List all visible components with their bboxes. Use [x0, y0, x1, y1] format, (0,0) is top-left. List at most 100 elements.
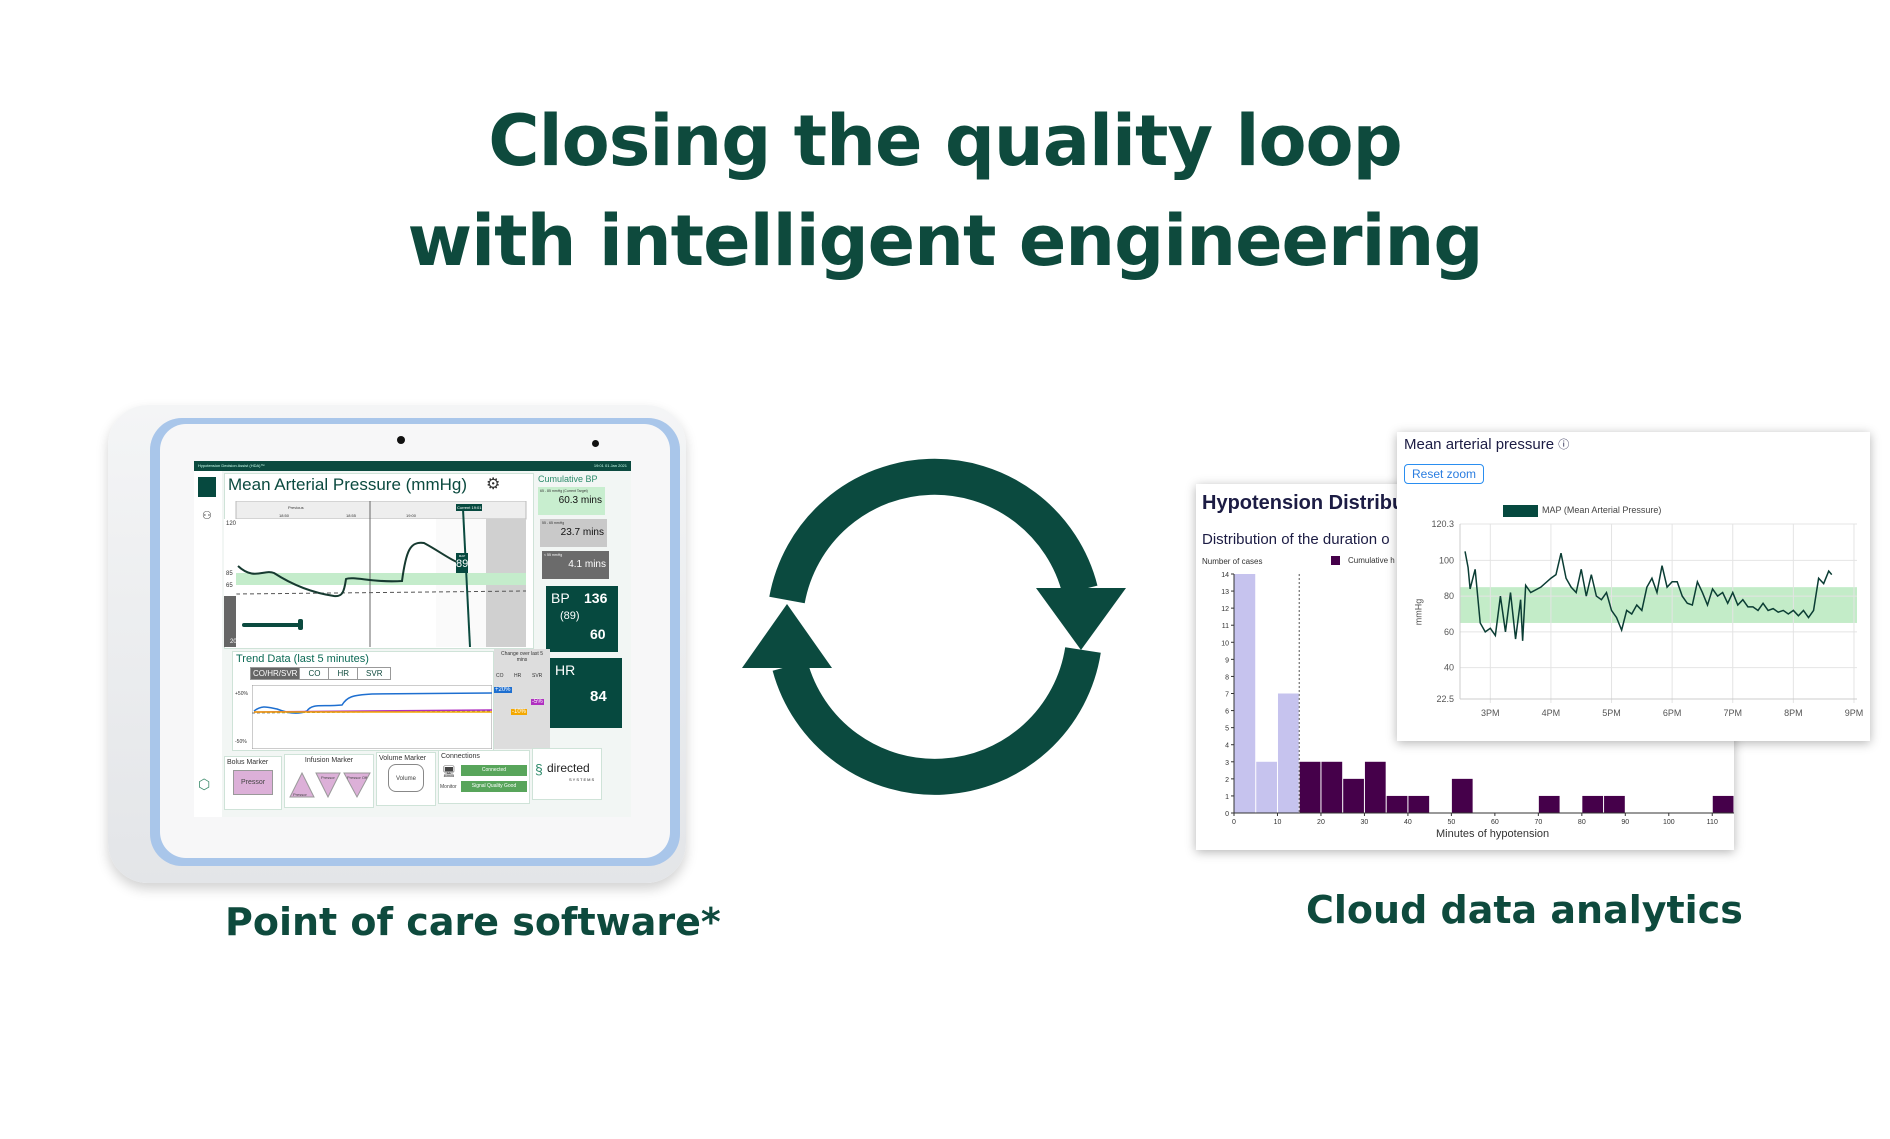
target-band	[1460, 587, 1857, 623]
y-tick-label: 10	[1221, 640, 1229, 647]
histogram-bar	[1256, 761, 1277, 813]
histogram-bar	[1582, 795, 1604, 813]
volume-button[interactable]: Volume	[388, 764, 424, 792]
pressor-down-label: Pressor	[321, 775, 335, 780]
change-col-svr: SVR	[532, 673, 543, 679]
y-tick-label: 120.3	[1431, 519, 1454, 529]
histogram-bar	[1386, 795, 1408, 813]
connections-panel: Connections 🖥 Monitor Connected Signal Q…	[438, 750, 530, 804]
time-tick: 18:50	[279, 513, 290, 518]
gear-icon[interactable]: ⚙	[486, 476, 501, 493]
y-tick-label: 3	[1225, 760, 1229, 767]
bp-systolic: 136	[584, 590, 608, 606]
histogram-subtitle: Distribution of the duration o	[1202, 531, 1390, 548]
histogram-bar	[1234, 574, 1256, 813]
change-co: +20%	[494, 687, 512, 693]
y-tick: 120	[226, 521, 237, 527]
logo-mark-icon: §	[535, 761, 543, 777]
pressor-off-button[interactable]	[343, 771, 371, 799]
hand-hexagon-icon[interactable]: ⬡	[198, 776, 211, 792]
tab-co-hr-svr[interactable]: CO/HR/SVR	[251, 668, 300, 679]
y-tick-label: 13	[1221, 589, 1229, 596]
infusion-marker-panel: Infusion Marker Pressor Pressor Pressor …	[284, 754, 374, 808]
bp-box: BP 136 (89) 60	[546, 586, 618, 652]
reset-zoom-button[interactable]: Reset zoom	[1404, 464, 1485, 484]
change-col-hr: HR	[514, 673, 522, 679]
right-caption: Cloud data analytics	[1306, 888, 1743, 932]
app-name: Hypotension Decision Assist (HDA)™	[198, 463, 265, 468]
bolus-marker-panel: Bolus Marker Pressor	[224, 756, 282, 810]
bp-diastolic: 60	[590, 626, 606, 642]
legend-label: MAP (Mean Arterial Pressure)	[1542, 505, 1662, 515]
histogram-bar	[1451, 778, 1473, 813]
zoom-slider[interactable]	[242, 623, 302, 627]
hr-label: HR	[555, 662, 576, 678]
x-tick-label: 50	[1447, 819, 1455, 826]
tab-co[interactable]: CO	[299, 668, 329, 679]
y-tick: 55	[230, 592, 237, 598]
map-card-title-text: Mean arterial pressure	[1404, 436, 1555, 453]
map-card-title: Mean arterial pressure ⓘ	[1404, 436, 1569, 453]
user-icon[interactable]: ⚇	[202, 510, 212, 522]
hr-value: 84	[590, 688, 607, 705]
histogram-bar	[1299, 761, 1321, 813]
y-tick-label: 9	[1225, 657, 1229, 664]
y-tick: 20	[230, 639, 237, 645]
x-tick-label: 9PM	[1845, 708, 1864, 718]
legend-swatch	[1331, 556, 1340, 565]
pressor-down-button[interactable]	[315, 771, 341, 799]
bottom-arc	[772, 647, 1101, 795]
x-tick-label: 4PM	[1542, 708, 1561, 718]
bolus-pressor-button[interactable]: Pressor	[233, 770, 273, 795]
y-tick-label: 5	[1225, 726, 1229, 733]
x-tick-label: 10	[1274, 819, 1282, 826]
change-hr: -10%	[511, 709, 528, 715]
tab-hr[interactable]: HR	[328, 668, 358, 679]
y-tick-label: 12	[1221, 606, 1229, 613]
info-icon[interactable]: ⓘ	[1558, 439, 1570, 451]
y-tick-label: 4	[1225, 743, 1229, 750]
x-tick-label: 70	[1534, 819, 1542, 826]
infusion-title: Infusion Marker	[304, 757, 354, 764]
range-label: 65 - 85 mmHg (Current Target)	[540, 489, 588, 493]
x-tick-label: 30	[1361, 819, 1369, 826]
histogram-bar	[1604, 795, 1625, 813]
cumulative-target: 65 - 85 mmHg (Current Target) 60.3 mins	[538, 487, 605, 515]
histogram-bar	[1277, 693, 1299, 813]
change-svr: -5%	[531, 699, 544, 705]
y-tick: 65	[226, 583, 233, 589]
x-tick-label: 0	[1232, 819, 1236, 826]
histogram-bar	[1712, 795, 1734, 813]
x-tick-label: 20	[1317, 819, 1325, 826]
tab-svr[interactable]: SVR	[357, 668, 391, 679]
bp-mean: (89)	[560, 610, 580, 622]
histogram-bar	[1408, 795, 1430, 813]
pressor-up-button[interactable]	[289, 771, 315, 799]
x-tick-label: 5PM	[1602, 708, 1621, 718]
volume-marker-panel: Volume Marker Volume	[376, 752, 436, 806]
time-tick: 18:55	[346, 513, 357, 518]
camera-icon	[397, 436, 405, 444]
range-value: 23.7 mins	[560, 527, 604, 538]
zoom-slider-handle[interactable]	[298, 619, 303, 630]
change-title: Change over last 5 mins	[501, 651, 543, 663]
bolus-title: Bolus Marker	[227, 759, 269, 766]
x-tick-label: 90	[1621, 819, 1629, 826]
pressor-off-label: Pressor Off	[347, 775, 368, 780]
time-current: Current	[457, 505, 471, 510]
app-header: Hypotension Decision Assist (HDA)™ 19:01…	[194, 461, 631, 471]
x-tick-label: 110	[1707, 819, 1718, 826]
change-col-co: CO	[496, 673, 504, 679]
app-logo-icon	[198, 477, 216, 497]
y-tick-label: 14	[1221, 572, 1229, 579]
y-tick-label: 7	[1225, 692, 1229, 699]
cumulative-low: 55 - 65 mmHg 23.7 mins	[540, 519, 607, 547]
x-tick-label: 3PM	[1481, 708, 1500, 718]
trend-graph	[252, 685, 492, 749]
cumulative-very-low: < 55 mmHg 4.1 mins	[542, 551, 609, 579]
headline-line-1: Closing the quality loop	[488, 100, 1402, 182]
y-tick: 85	[226, 571, 233, 577]
map-badge-value: 89	[456, 558, 469, 570]
